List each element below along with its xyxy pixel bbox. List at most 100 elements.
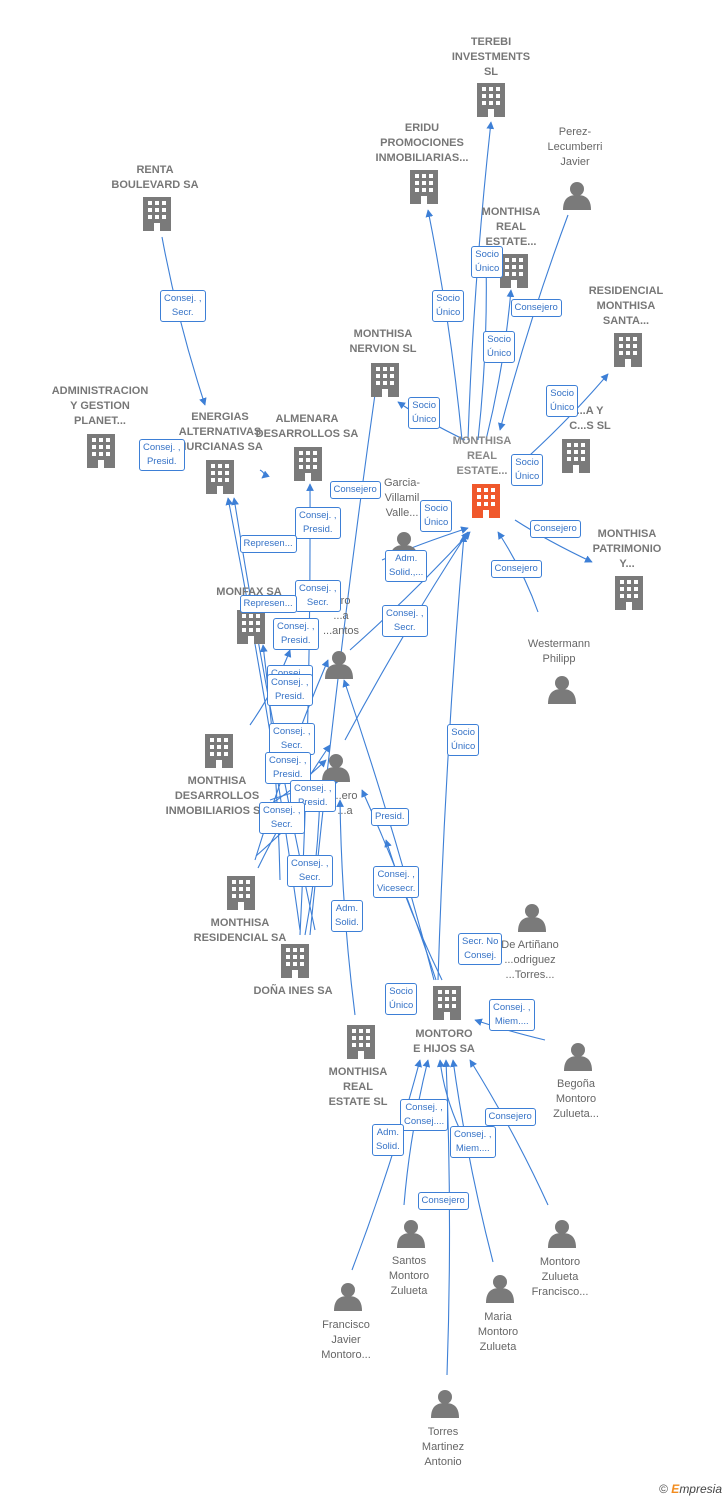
relation-label: Consej. , Secr. — [295, 580, 341, 612]
relation-label: Consejero — [510, 299, 562, 317]
company-name[interactable]: RENTA BOULEVARD SA — [111, 164, 199, 191]
relation-edge — [485, 289, 515, 441]
company-icon[interactable] — [500, 254, 528, 288]
relation-edge — [342, 679, 435, 981]
company-name[interactable]: TEREBI INVESTMENTS SL — [451, 36, 531, 78]
company-name[interactable]: ENERGIAS ALTERNATIVAS MURCIANAS SA — [177, 411, 263, 453]
relation-label: Socio Único — [483, 331, 516, 363]
company-name[interactable]: RESIDENCIAL MONTHISA SANTA... — [588, 285, 664, 327]
company-icon[interactable] — [562, 439, 590, 473]
company-name[interactable]: MONTHISA REAL ESTATE... — [481, 206, 541, 248]
company-name[interactable]: DOÑA INES SA — [253, 985, 333, 997]
relation-edge — [469, 1059, 549, 1206]
company-icon[interactable] — [294, 447, 322, 481]
person-icon[interactable] — [322, 754, 350, 782]
person-icon[interactable] — [548, 1220, 576, 1248]
person-icon[interactable] — [548, 676, 576, 704]
company-icon[interactable] — [143, 197, 171, 231]
relation-label: Consej. , Consej.... — [400, 1099, 449, 1131]
person-name[interactable]: Francisco Javier Montoro... — [321, 1319, 371, 1361]
company-name[interactable]: ALMENARA DESARROLLOS SA — [255, 413, 359, 440]
company-name[interactable]: ERIDU PROMOCIONES INMOBILIARIAS... — [375, 122, 469, 164]
person-icon[interactable] — [431, 1390, 459, 1418]
relation-label: Consej. , Secr. — [269, 723, 315, 755]
relation-label: Socio Único — [511, 454, 544, 486]
relation-label: Presid. — [371, 808, 409, 826]
person-name[interactable]: De Artiñano ...odriguez ...Torres... — [501, 939, 559, 981]
person-icon[interactable] — [564, 1043, 592, 1071]
company-icon[interactable] — [614, 333, 642, 367]
relation-edge — [437, 534, 468, 981]
company-name[interactable]: ADMINISTRACION Y GESTION PLANET... — [51, 385, 149, 427]
company-icon[interactable] — [410, 170, 438, 204]
person-name[interactable]: Montoro Zulueta Francisco... — [531, 1256, 589, 1298]
relation-label: Represen... — [239, 595, 297, 613]
relation-label: Consej. , Miem.... — [489, 999, 535, 1031]
relation-label: Consejero — [490, 560, 542, 578]
person-name[interactable]: Torres Martinez Antonio — [421, 1426, 465, 1468]
relation-edge — [498, 214, 569, 431]
relation-label: Consej. , Secr. — [259, 802, 305, 834]
copyright-symbol: © — [659, 1482, 668, 1496]
relation-label: Consejero — [329, 481, 381, 499]
company-icon[interactable] — [237, 610, 265, 644]
relation-edge — [259, 469, 270, 479]
person-name[interactable]: ...ero ...a — [332, 790, 358, 817]
company-icon[interactable] — [371, 363, 399, 397]
person-name[interactable]: Begoña Montoro Zulueta... — [553, 1078, 599, 1120]
person-icon[interactable] — [325, 651, 353, 679]
relation-edge — [403, 1059, 431, 1206]
relation-edge — [349, 531, 471, 651]
relation-label: Consejero — [417, 1192, 469, 1210]
company-icon[interactable] — [205, 734, 233, 768]
relation-label: Consej. , Presid. — [273, 618, 319, 650]
relation-label: Adm. Solid. — [331, 900, 363, 932]
person-name[interactable]: Garcia- Villamil Valle... — [383, 477, 421, 519]
relation-label: Socio Único — [420, 500, 453, 532]
relation-label: Consejero — [529, 520, 581, 538]
relation-label: Socio Único — [471, 246, 504, 278]
footer-brand: © Empresia — [659, 1482, 722, 1496]
relation-label: Consej. , Vicesecr. — [373, 866, 420, 898]
person-name[interactable]: Perez- Lecumberri Javier — [547, 126, 603, 168]
relation-edge — [436, 1059, 461, 1131]
relation-edge — [467, 121, 495, 441]
relation-label: Consej. , Secr. — [287, 855, 333, 887]
company-name[interactable]: MONTHISA PATRIMONIO Y... — [592, 528, 662, 570]
relation-label: Consej. , Secr. — [160, 290, 206, 322]
company-name[interactable]: MONTHISA NERVION SL — [349, 328, 417, 355]
person-icon[interactable] — [518, 904, 546, 932]
company-icon[interactable] — [477, 83, 505, 117]
relation-edge — [450, 1059, 494, 1263]
relation-label: Consej. , Miem.... — [450, 1126, 496, 1158]
relation-label: Consej. , Presid. — [295, 507, 341, 539]
relation-label: Consej. , Presid. — [265, 752, 311, 784]
company-name[interactable]: MONTHISA REAL ESTATE SL — [328, 1066, 388, 1108]
relation-label: Adm. Solid. — [372, 1124, 404, 1156]
relation-label: Represen... — [239, 535, 297, 553]
relation-edge — [384, 839, 443, 981]
person-name[interactable]: Santos Montoro Zulueta — [388, 1255, 430, 1297]
relation-label: Socio Único — [385, 983, 418, 1015]
person-icon[interactable] — [397, 1220, 425, 1248]
company-icon[interactable] — [347, 1025, 375, 1059]
company-icon[interactable] — [87, 434, 115, 468]
empresia-logo[interactable]: Empresia — [671, 1482, 722, 1496]
relation-label: Socio Único — [408, 397, 441, 429]
company-name[interactable]: MONTORO E HIJOS SA — [413, 1028, 475, 1055]
company-name[interactable]: MONTHISA REAL ESTATE... — [452, 435, 512, 477]
relation-label: Socio Único — [546, 385, 579, 417]
relation-label: Consej. , Presid. — [139, 439, 185, 471]
company-icon[interactable] — [433, 986, 461, 1020]
company-icon[interactable] — [281, 944, 309, 978]
company-name[interactable]: MONTHISA RESIDENCIAL SA — [193, 917, 287, 944]
person-name[interactable]: Maria Montoro Zulueta — [477, 1311, 519, 1353]
company-icon[interactable] — [227, 876, 255, 910]
company-name[interactable]: ...A Y C...S SL — [569, 405, 611, 432]
focal-company-icon[interactable] — [472, 484, 500, 518]
person-name[interactable]: Westermann Philipp — [527, 638, 591, 665]
company-icon[interactable] — [206, 460, 234, 494]
company-icon[interactable] — [615, 576, 643, 610]
relation-label: Consej. , Presid. — [267, 674, 313, 706]
relation-label: Secr. No Consej. — [458, 933, 503, 965]
